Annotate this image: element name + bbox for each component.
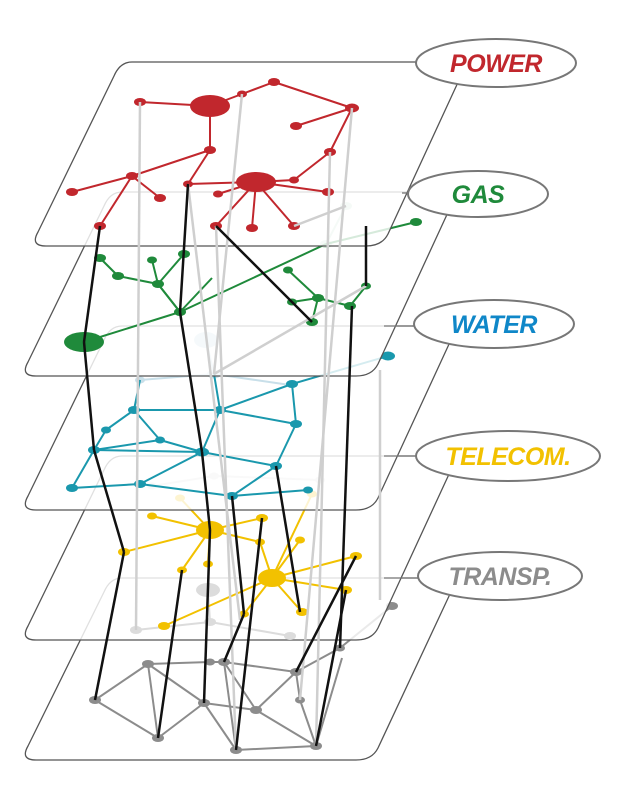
- label-gas-text: GAS: [452, 181, 506, 209]
- label-telecom-text: TELECOM.: [445, 443, 570, 471]
- label-water: WATER: [384, 299, 575, 349]
- power-layer: [34, 61, 464, 247]
- dependency-links: [82, 183, 368, 751]
- power-hub-node: [190, 95, 230, 117]
- water-nodes: [66, 351, 395, 500]
- telecom-hub-node: [258, 569, 286, 587]
- label-water-text: WATER: [451, 311, 537, 339]
- telecom-nodes: [118, 490, 362, 630]
- label-power-text: POWER: [450, 50, 542, 78]
- label-telecom: TELECOM.: [384, 430, 601, 482]
- label-transp: TRANSP.: [384, 551, 583, 601]
- label-gas: GAS: [402, 170, 549, 218]
- water-network: [71, 355, 389, 497]
- label-transp-text: TRANSP.: [448, 563, 551, 591]
- power-hub-node: [236, 172, 276, 192]
- power-nodes: [66, 78, 359, 232]
- faint-interlayer-links: [134, 93, 382, 751]
- layer-labels: POWER GAS WATER TELECOM. TRANSP.: [384, 38, 601, 601]
- transp-network: [94, 605, 393, 751]
- label-power: POWER: [415, 38, 577, 88]
